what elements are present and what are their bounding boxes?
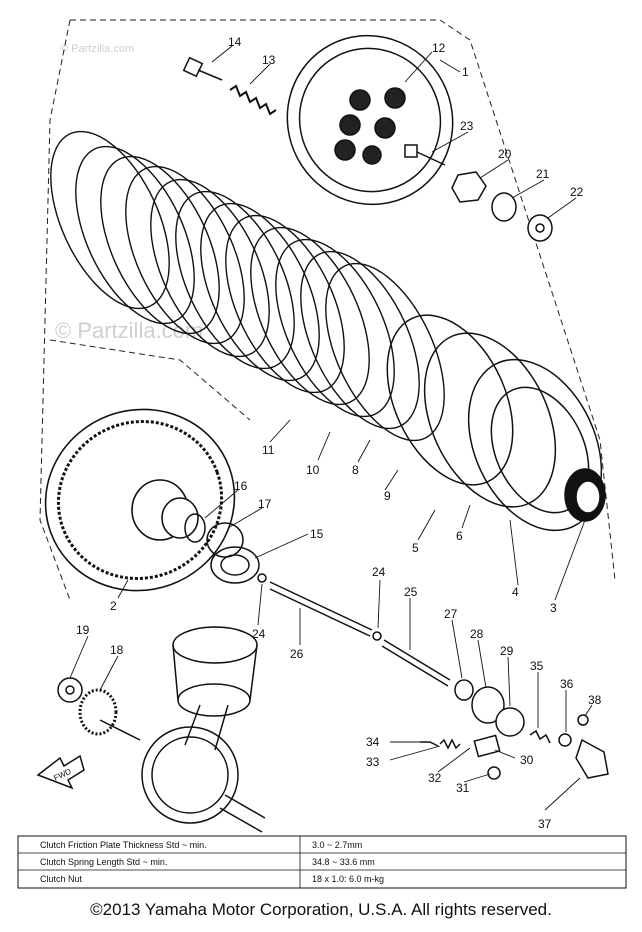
callout-23: 23	[460, 119, 474, 133]
crankshaft-piston	[57, 626, 266, 833]
spec-row-2-value: 34.8 ~ 33.6 mm	[312, 857, 375, 867]
callout-26: 26	[290, 647, 304, 661]
callout-3: 3	[550, 601, 557, 615]
callout-5: 5	[412, 541, 419, 555]
clutch-housing	[44, 408, 236, 592]
callout-20: 20	[498, 147, 512, 161]
callout-17: 17	[258, 497, 272, 511]
callout-16: 16	[234, 479, 248, 493]
spec-row-1-item: Clutch Friction Plate Thickness Std ~ mi…	[40, 840, 207, 850]
callout-36: 36	[560, 677, 574, 691]
spec-table: Clutch Friction Plate Thickness Std ~ mi…	[17, 835, 627, 889]
clutch-boss	[386, 314, 606, 532]
callout-25: 25	[404, 585, 418, 599]
callout-33: 33	[366, 755, 380, 769]
leader-lines	[69, 45, 593, 811]
spec-row-3-item: Clutch Nut	[40, 874, 83, 884]
callout-9: 9	[384, 489, 391, 503]
spec-row-3-value: 18 x 1.0: 6.0 m-kg	[312, 874, 384, 884]
clutch-plate-stack	[50, 130, 445, 442]
callout-28: 28	[470, 627, 484, 641]
spring-bolt	[182, 56, 223, 81]
callout-18: 18	[110, 643, 124, 657]
watermark-small: © Partzilla.com	[60, 43, 134, 55]
callout-1: 1	[462, 65, 469, 79]
thrust-washers	[184, 513, 260, 584]
callout-11: 11	[262, 443, 275, 457]
callout-31: 31	[456, 781, 470, 795]
callout-15: 15	[310, 527, 324, 541]
callout-27: 27	[444, 607, 458, 621]
release-mechanism	[420, 679, 609, 780]
callout-4: 4	[512, 585, 519, 599]
callouts: 14 13 12 1 23 20 21 22 11 10 8 9 5 6 4 3…	[76, 35, 602, 831]
watermark-main: © Partzilla.com	[55, 318, 203, 343]
push-rods	[257, 573, 451, 687]
callout-29: 29	[500, 644, 514, 658]
copyright-notice: ©2013 Yamaha Motor Corporation, U.S.A. A…	[90, 900, 552, 919]
callout-38: 38	[588, 693, 602, 707]
callout-37: 37	[538, 817, 552, 831]
fwd-arrow-icon: FWD	[36, 754, 85, 790]
callout-12: 12	[432, 41, 446, 55]
callout-35: 35	[530, 659, 544, 673]
push-rod-assembly	[404, 144, 553, 242]
callout-13: 13	[262, 53, 276, 67]
callout-19: 19	[76, 623, 90, 637]
callout-34: 34	[366, 735, 380, 749]
callout-2: 2	[110, 599, 117, 613]
callout-22: 22	[570, 185, 584, 199]
callout-8: 8	[352, 463, 359, 477]
clutch-spring	[229, 84, 277, 116]
callout-21: 21	[536, 167, 550, 181]
assembly-boundary	[39, 19, 616, 601]
callout-10: 10	[306, 463, 320, 477]
callout-24b: 24	[372, 565, 386, 579]
callout-6: 6	[456, 529, 463, 543]
callout-14: 14	[228, 35, 242, 49]
pressure-plate	[286, 34, 454, 206]
spec-row-1-value: 3.0 ~ 2.7mm	[312, 840, 362, 850]
callout-32: 32	[428, 771, 442, 785]
spec-row-2-item: Clutch Spring Length Std ~ min.	[40, 857, 167, 867]
callout-30: 30	[520, 753, 534, 767]
callout-24a: 24	[252, 627, 266, 641]
